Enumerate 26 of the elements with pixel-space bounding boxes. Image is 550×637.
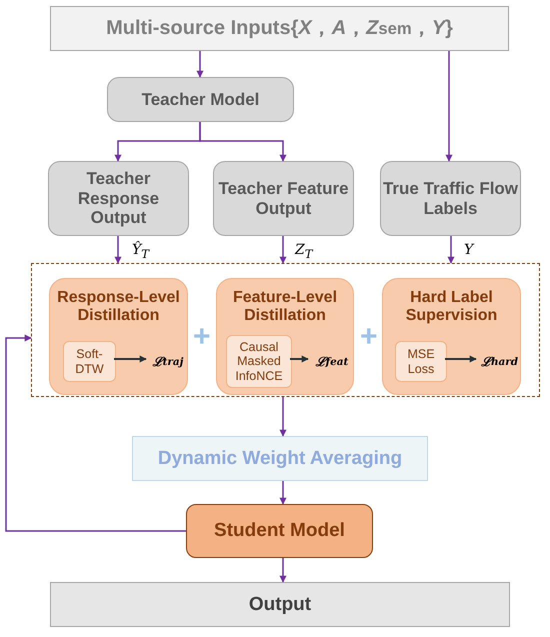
arrow: [445, 356, 477, 362]
arrow: [5, 334, 186, 532]
arrow: [446, 51, 452, 162]
process-box: Teacher Response Output: [48, 161, 189, 236]
process-box: Teacher Model: [107, 77, 294, 122]
process-box: Dynamic Weight Averaging: [132, 436, 428, 481]
method-box: Soft-DTW: [63, 341, 116, 382]
arrow: [280, 397, 286, 437]
plus-sign: +: [193, 322, 211, 352]
method-box: MSE Loss: [395, 341, 447, 382]
dashed-group-box: [31, 263, 540, 397]
arrow: [280, 236, 286, 264]
arrow: [290, 356, 309, 362]
arrow: [280, 558, 286, 583]
arrow: [199, 122, 286, 162]
output-box: Output: [50, 582, 510, 627]
arrow: [448, 236, 454, 264]
arrow: [280, 481, 286, 505]
process-box: True Traffic Flow Labels: [380, 161, 521, 236]
plus-sign: +: [360, 322, 378, 352]
arrow: [114, 356, 147, 362]
process-box: Teacher Feature Output: [213, 161, 354, 236]
arrow: [196, 51, 204, 78]
student-model-box: Student Model: [186, 504, 373, 558]
arrow: [114, 236, 122, 264]
method-box: Causal Masked InfoNCE: [226, 335, 292, 388]
